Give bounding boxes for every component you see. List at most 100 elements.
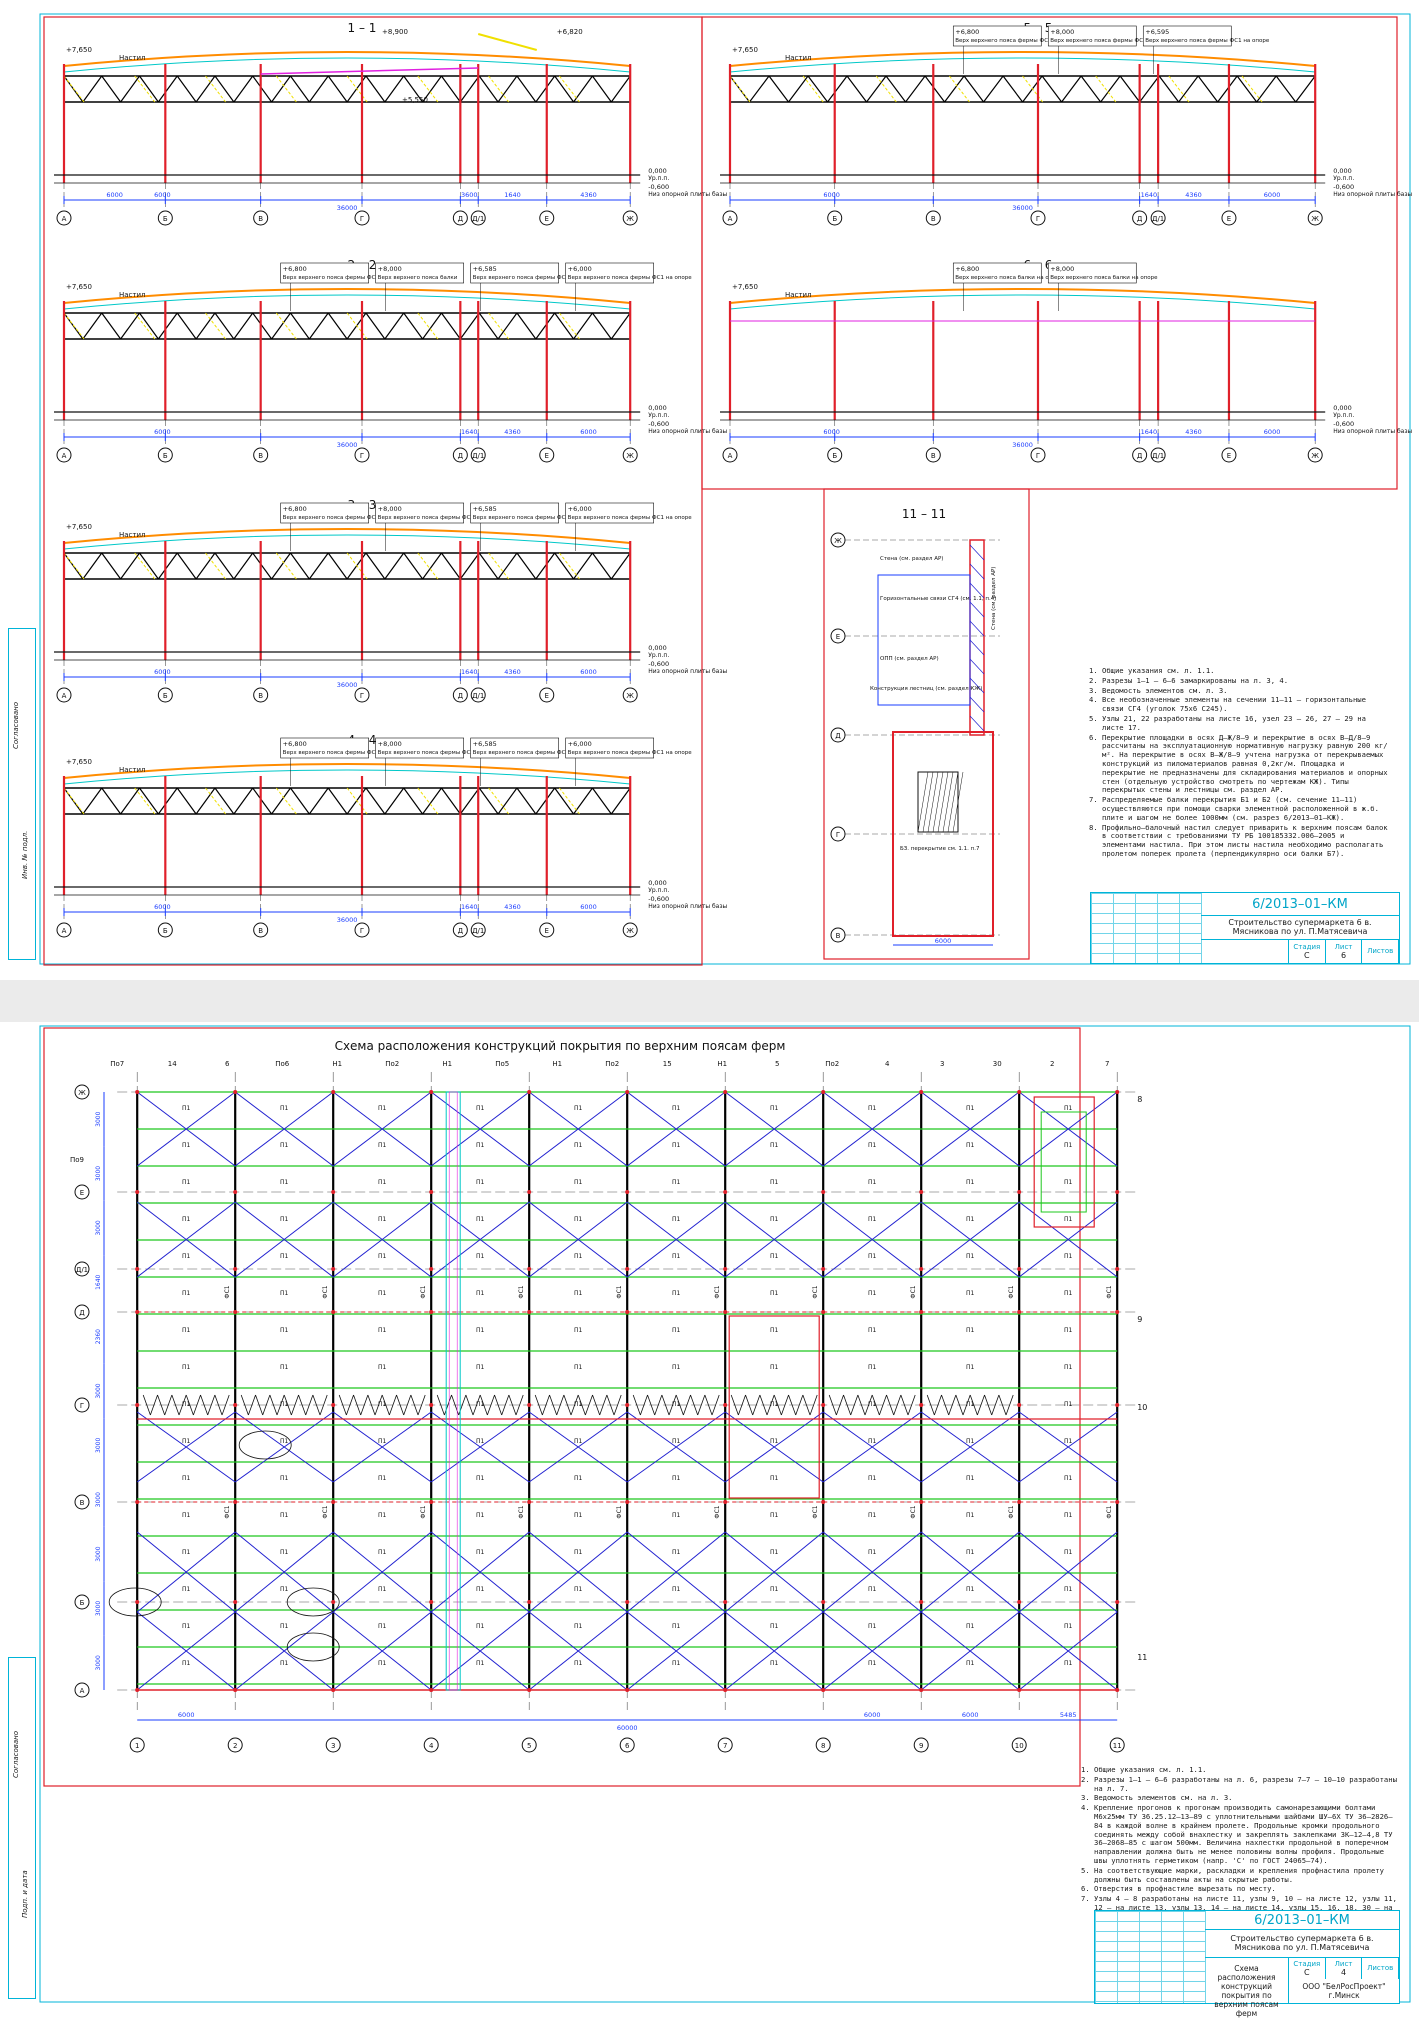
top-mark: 14 [168,1060,177,1068]
column-node [135,1403,140,1407]
brace-line [577,1650,628,1691]
joist-web [730,1394,739,1416]
truss-web [289,787,310,815]
col-axis-bubble [129,1737,145,1753]
brace-line [626,1531,677,1573]
dimension-total: 36000 [337,204,358,212]
brace-line [332,1239,383,1278]
truss-web [1061,75,1082,103]
level-minus-sub: Низ опорной плиты базы [648,903,727,910]
note-6: Перекрытие площадки в осях Д–Ж/8–9 и пер… [1102,733,1388,796]
purlin-label: П1 [966,1216,975,1223]
purlin-label: П1 [476,1401,485,1408]
truss-web [101,787,122,815]
bracing-yellow [1022,75,1043,103]
callout-box [470,502,559,524]
joist-web [704,1394,713,1416]
truss-web [384,75,405,103]
dimension-total: 36000 [337,441,358,449]
joist-web [766,1394,775,1416]
bracing-yellow [134,552,156,580]
purlin-label: П1 [280,1327,289,1334]
col-axis-label: 11 [1113,1742,1122,1750]
brace-line [381,1446,432,1483]
bracing-yellow [205,312,226,340]
deck-label: Настил [785,291,812,299]
truss-web [365,312,386,340]
truss-web [195,75,216,103]
purlin-label: П1 [182,1142,191,1149]
callout-box [470,737,559,759]
brace-line [381,1201,432,1240]
joist-web [494,1394,503,1416]
column-node [821,1688,826,1692]
brace-line [528,1446,579,1483]
joist-web [907,1394,916,1416]
truss-web [139,75,159,103]
skylight-frame [1033,1096,1095,1228]
roof-line [729,51,1316,67]
truss-web [591,787,612,815]
level-minus-sub: Низ опорной плиты базы [648,191,727,198]
truss-web [440,552,461,580]
dimension-value: 6000 [935,937,952,945]
truss-web [610,75,631,103]
axis-label: Е [545,215,549,223]
purlin-label: П1 [770,1401,779,1408]
brace-line [871,1091,922,1130]
row-dimension-value: 3000 [95,1492,102,1507]
top-mark: По2 [825,1060,839,1068]
joist-web [850,1394,859,1416]
axis-label: Б [163,927,168,935]
axis-label: В [258,692,263,700]
axis-bubble [157,922,173,938]
purlin-label: П1 [378,1327,387,1334]
brace-line [920,1239,971,1278]
joist-web [436,1394,445,1416]
column-node [821,1310,826,1314]
purlin-label: П1 [182,1623,191,1630]
joist-web [443,1394,452,1416]
bracing-yellow [949,75,970,103]
purlin-label: П1 [476,1623,485,1630]
col-axis-bubble [717,1737,733,1753]
sheet1-right-frame [701,16,1398,490]
bottom-dimension-value: 6000 [864,1711,881,1719]
purlin-label: П1 [476,1179,485,1186]
dimension-value: 3600 [461,191,478,199]
truss-web [1158,75,1180,103]
callout-box [375,502,464,524]
purlin-label: П1 [1064,1179,1073,1186]
truss-web [327,312,348,340]
row-dimension-value: 3000 [95,1438,102,1453]
axis-label: В [258,927,263,935]
truss-web [846,75,868,103]
dimension-value: 4360 [1185,428,1202,436]
purlin-label: П1 [966,1512,975,1519]
dimension-value: 6000 [580,903,597,911]
roof-line [729,288,1316,304]
truss-web [120,552,140,580]
roof-deck-line [63,769,631,785]
elevation-top: +7,650 [66,283,92,291]
truss-web [963,75,985,103]
joist-web [599,1394,608,1416]
elevation-ridge: +8,900 [382,28,408,36]
skylight-inner [1040,1111,1087,1213]
purlin-label: П1 [1064,1401,1073,1408]
axis-label: Д/1 [472,215,484,223]
joist-web [933,1394,942,1416]
purlin-label: П1 [966,1475,975,1482]
truss-web [516,312,537,340]
purlin-label: П1 [280,1290,289,1297]
purlin-label: П1 [672,1549,681,1556]
axis-label: В [836,932,841,940]
level-minus: -0,600 [648,895,669,903]
elevation-top: +7,650 [66,523,92,531]
roof-line [63,763,631,779]
axis-label: А [728,215,733,223]
brace-line [724,1611,775,1652]
